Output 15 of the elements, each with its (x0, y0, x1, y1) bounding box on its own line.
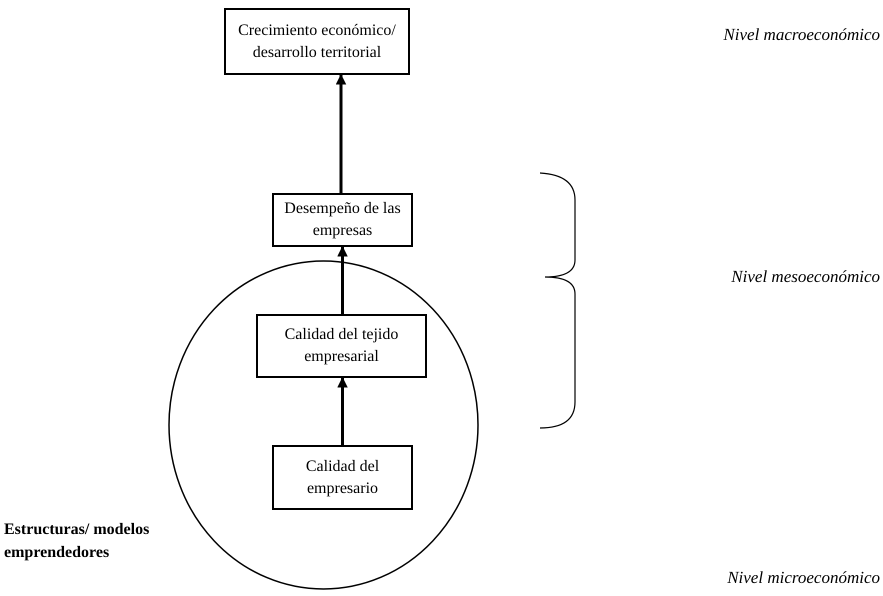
level-label: Nivel macroeconómico (723, 24, 880, 46)
process-box (272, 445, 413, 510)
side-label: Estructuras/ modelos emprendedores (4, 520, 150, 563)
process-box (272, 193, 413, 247)
arrow (336, 74, 346, 193)
box-text: Calidad del empresario (304, 456, 380, 498)
arrow (337, 376, 348, 445)
level-label: Nivel microeconómico (727, 567, 880, 589)
box-text: Calidad del tejido empresarial (284, 325, 400, 367)
arrow (337, 246, 348, 314)
level-label: Nivel mesoeconómico (731, 266, 880, 288)
process-box (256, 314, 427, 378)
box-text: Crecimiento económico/ desarrollo territorial (237, 20, 397, 62)
process-box (224, 8, 410, 75)
box-text: Desempeño de las empresas (283, 199, 402, 241)
